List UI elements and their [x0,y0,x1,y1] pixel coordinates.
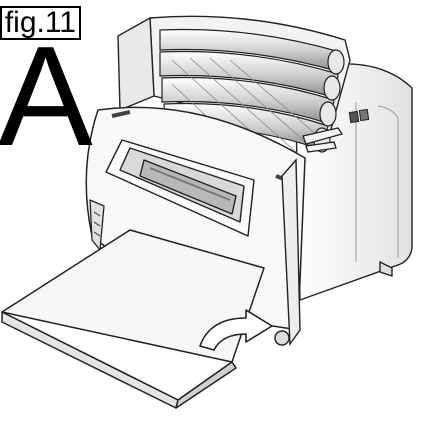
curved-arrow-icon [199,309,273,351]
output-tray [1,229,265,409]
control-buttons-icon [348,108,370,124]
figure-label: fig.11 [0,6,81,40]
lower-body [89,199,105,251]
feed-tray-icon [105,139,255,237]
right-lower-frame [274,158,301,347]
step-letter: A [0,17,93,176]
